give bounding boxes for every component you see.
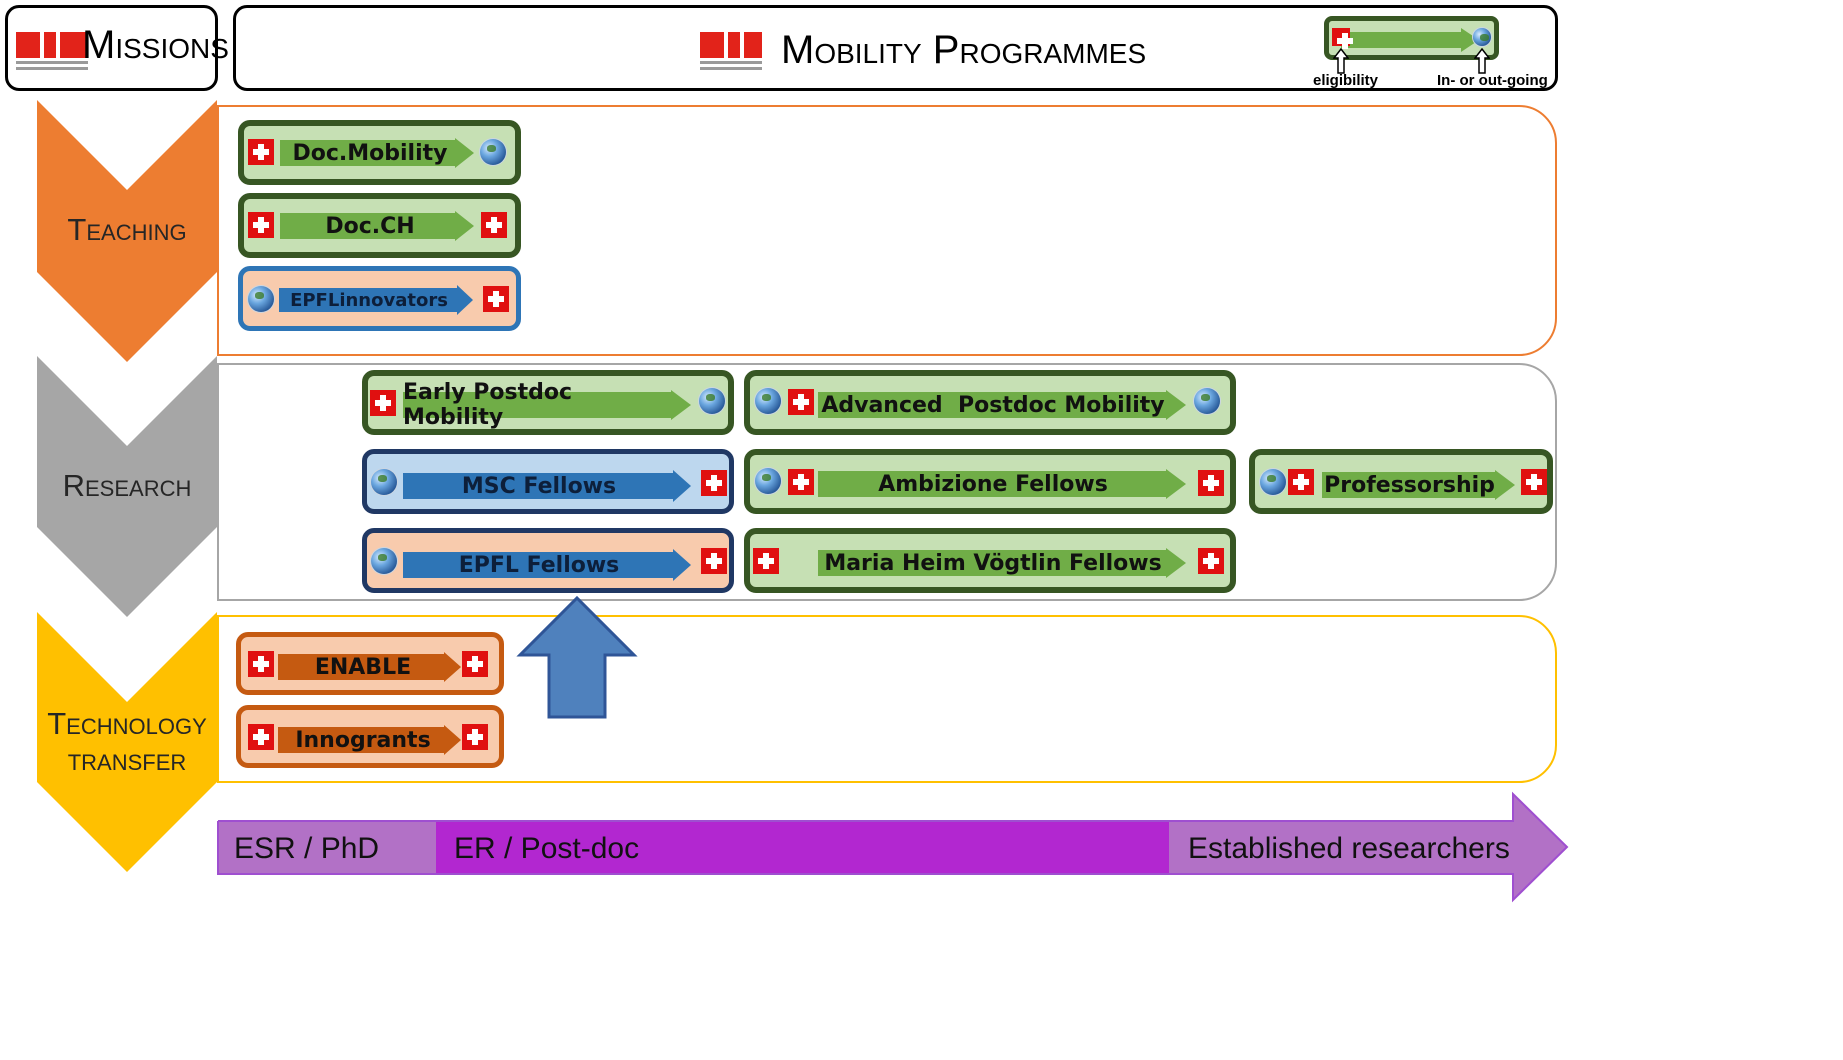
career-esr-label: ESR / PhD: [234, 832, 380, 865]
technology-transfer-label-line1: Technology: [47, 706, 207, 741]
research-chevron: [37, 356, 217, 617]
globe-icon: [248, 286, 274, 312]
swiss-flag-icon: [701, 470, 727, 496]
globe-icon: [1473, 28, 1491, 46]
technology-transfer-label-line2: transfer: [67, 742, 187, 777]
epfl-innovators-label: EPFLinnovators: [290, 289, 448, 311]
globe-icon: [480, 139, 506, 165]
ambizione-arrow: [818, 469, 1186, 499]
highlight-up-arrow-icon: [516, 595, 638, 719]
research-label: Research: [62, 468, 192, 503]
enable-arrow: [278, 652, 461, 682]
epfl-fellows-label: EPFL Fellows: [458, 552, 620, 578]
msc-fellows-label: MSC Fellows: [461, 473, 617, 499]
maria-heim-arrow: [818, 548, 1186, 578]
enable-label: ENABLE: [314, 654, 412, 680]
professorship-label: Professorship: [1324, 472, 1495, 498]
innogrants-label: Innogrants: [295, 727, 431, 753]
swiss-flag-icon: [788, 389, 814, 415]
career-er-label: ER / Post-doc: [454, 832, 640, 865]
swiss-flag-icon: [462, 724, 488, 750]
swiss-flag-icon: [753, 548, 779, 574]
legend-eligibility-label: eligibility: [1313, 72, 1379, 89]
programmes-header: Mobility Programmes eligibility In- or o…: [233, 5, 1558, 91]
direction-pointer-icon: [1474, 48, 1490, 74]
epfl-fellows-arrow: [403, 549, 691, 581]
globe-icon: [1194, 388, 1220, 414]
epfl-logo: [16, 32, 88, 70]
epfl-logo: [700, 32, 762, 70]
doc-mobility-label: Doc.Mobility: [292, 140, 448, 166]
swiss-flag-icon: [462, 651, 488, 677]
msc-fellows-arrow: [403, 470, 691, 502]
swiss-flag-icon: [248, 139, 274, 165]
maria-heim-label: Maria Heim Vögtlin Fellows: [824, 550, 1162, 576]
missions-header: Missions: [5, 5, 229, 91]
swiss-flag-icon: [1332, 28, 1353, 49]
swiss-flag-icon: [248, 212, 274, 238]
page-title: Mobility Programmes: [781, 28, 1147, 72]
swiss-flag-icon: [481, 212, 507, 238]
doc-ch-label: Doc.CH: [325, 213, 415, 239]
technology-transfer-chevron: [37, 612, 217, 872]
professorship-arrow: [1322, 470, 1515, 500]
advanced-postdoc-arrow: [818, 390, 1186, 420]
teaching-chevron: [37, 100, 217, 362]
swiss-flag-icon: [1198, 548, 1224, 574]
teaching-label: Teaching: [67, 212, 187, 247]
swiss-flag-icon: [370, 390, 396, 416]
globe-icon: [371, 548, 397, 574]
globe-icon: [371, 469, 397, 495]
early-postdoc-label: Early Postdoc Mobility: [403, 380, 573, 430]
eligibility-pointer-icon: [1333, 48, 1349, 74]
innogrants-arrow: [278, 725, 461, 755]
swiss-flag-icon: [1198, 470, 1224, 496]
legend-direction-label: In- or out-going: [1437, 72, 1548, 89]
swiss-flag-icon: [701, 548, 727, 574]
globe-icon: [1260, 469, 1286, 495]
swiss-flag-icon: [1288, 469, 1314, 495]
career-stage-arrow: [217, 791, 1569, 903]
swiss-flag-icon: [483, 286, 509, 312]
globe-icon: [755, 388, 781, 414]
early-postdoc-arrow: [403, 390, 691, 420]
career-established-label: Established researchers: [1188, 832, 1510, 865]
swiss-flag-icon: [248, 651, 274, 677]
advanced-postdoc-label: Advanced Postdoc Mobility: [821, 392, 1165, 418]
missions-title: Missions: [82, 23, 229, 67]
mission-chevrons: [37, 100, 217, 872]
swiss-flag-icon: [1521, 469, 1547, 495]
globe-icon: [755, 468, 781, 494]
globe-icon: [699, 388, 725, 414]
swiss-flag-icon: [248, 724, 274, 750]
legend-arrow: [1341, 28, 1479, 52]
doc-mobility-arrow: [280, 138, 474, 168]
ambizione-label: Ambizione Fellows: [878, 471, 1108, 497]
epfl-innovators-arrow: [279, 285, 473, 315]
doc-ch-arrow: [280, 211, 474, 241]
swiss-flag-icon: [788, 469, 814, 495]
